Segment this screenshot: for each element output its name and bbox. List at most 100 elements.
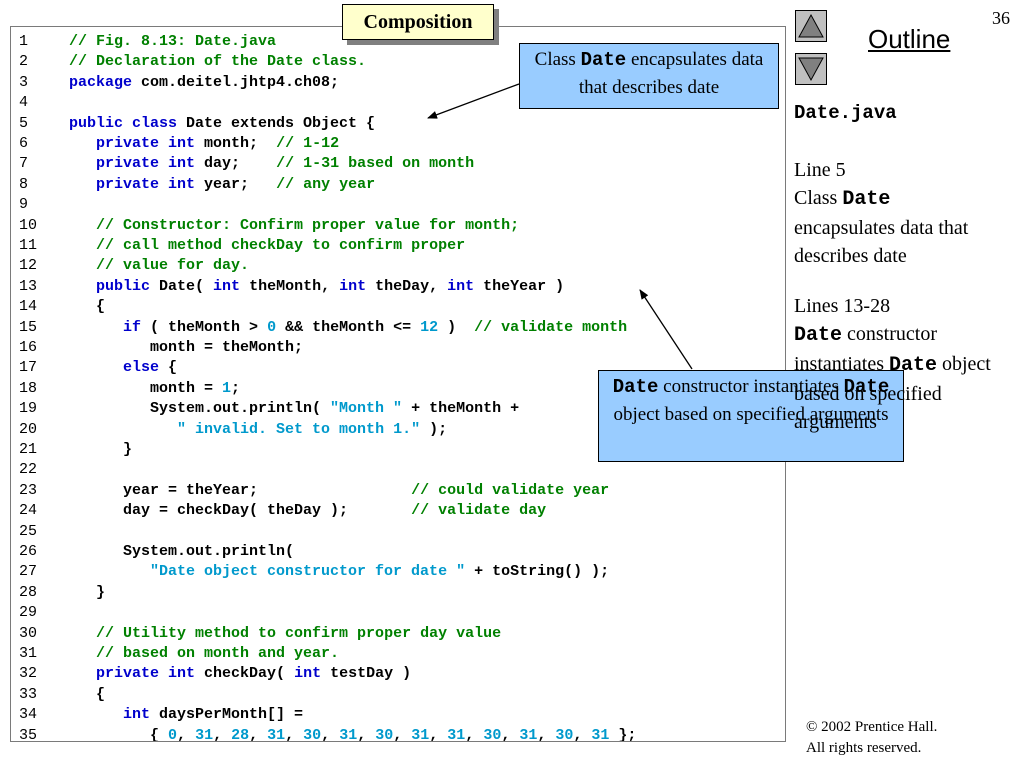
sidebar-note-body: Date constructor instantiates Date objec… [794, 320, 1014, 436]
code-token: theYear ) [474, 277, 565, 295]
code-comment: // Fig. 8.13: Date.java [69, 33, 277, 50]
code-keyword: int [339, 277, 367, 295]
code-text: package com.deitel.jhtp4.ch08; [69, 73, 339, 93]
outline-link[interactable]: Outline [868, 24, 951, 54]
code-token: + toString() ); [465, 563, 610, 581]
line-number: 3 [19, 73, 29, 91]
sidebar-note-text: object based on specified arguments [794, 353, 991, 433]
code-keyword: private int [96, 155, 196, 173]
code-token: , [393, 726, 412, 742]
code-literal: 31 [339, 726, 358, 742]
code-text: day = checkDay( theDay ); // validate da… [69, 501, 546, 521]
code-comment: // 1-12 [276, 135, 340, 152]
code-token [69, 176, 96, 193]
sidebar-note-code: Date [794, 324, 843, 347]
code-token: ; [231, 379, 241, 397]
code-token [69, 645, 96, 662]
code-text: { [69, 685, 105, 705]
code-text: private int month; // 1-12 [69, 134, 339, 154]
callout-code: Date [843, 376, 890, 398]
code-token: System.out.println( [69, 543, 295, 560]
sidebar-note-heading: Line 5 [794, 159, 846, 181]
code-text: else { [69, 358, 177, 378]
line-number: 21 [19, 441, 38, 458]
sidebar-note-line-5: Line 5 Class Date encapsulates data that… [794, 156, 1014, 270]
code-keyword: private int [96, 135, 196, 152]
code-token: ( theMonth > [141, 318, 268, 336]
line-number: 14 [19, 298, 38, 316]
code-token: , [537, 726, 556, 742]
line-number: 16 [19, 339, 38, 356]
code-keyword: package [69, 73, 133, 91]
code-token: checkDay( [195, 665, 295, 683]
code-comment: // 1-31 based on month [276, 155, 475, 173]
code-token: year = theYear; [69, 481, 412, 499]
sidebar-note-lines-13-28: Lines 13-28 Date constructor instantiate… [794, 292, 1014, 436]
code-text: // call method checkDay to confirm prope… [69, 236, 465, 256]
line-number: 26 [19, 543, 38, 560]
line-number: 4 [19, 94, 29, 112]
line-number: 32 [19, 665, 38, 683]
code-token: , [501, 726, 520, 742]
code-keyword: private int [96, 665, 196, 683]
code-token [69, 625, 96, 642]
code-token: , [465, 726, 484, 742]
code-comment: // Utility method to confirm proper day … [96, 624, 502, 642]
code-text: } [69, 583, 105, 603]
code-text: } [69, 440, 132, 460]
line-number: 12 [19, 257, 38, 275]
code-token: System.out.println( [69, 400, 331, 418]
code-token: ); [420, 420, 448, 438]
line-number: 31 [19, 645, 38, 662]
code-token: day = checkDay( theDay ); [69, 502, 412, 520]
code-comment: // based on month and year. [96, 645, 340, 662]
copyright-line: All rights reserved. [806, 740, 922, 756]
sidebar-file-name: Date.java [794, 102, 897, 124]
code-comment: // Constructor: Confirm proper value for… [96, 216, 520, 234]
code-text: System.out.println( "Month " + theMonth … [69, 399, 519, 419]
nav-down-button[interactable] [795, 53, 827, 85]
line-number: 15 [19, 318, 38, 336]
code-token [69, 563, 150, 580]
line-number: 18 [19, 379, 38, 397]
line-number: 2 [19, 53, 29, 71]
line-number: 29 [19, 604, 38, 622]
page-number: 36 [992, 8, 1010, 28]
code-token: } [69, 583, 106, 601]
code-literal: 31 [195, 726, 214, 742]
callout-text: Class [534, 49, 581, 70]
code-keyword: if [123, 318, 142, 336]
line-number: 27 [19, 563, 38, 581]
line-number: 33 [19, 685, 38, 703]
code-text: // Utility method to confirm proper day … [69, 624, 501, 644]
line-number: 13 [19, 277, 38, 295]
code-literal: 30 [483, 726, 502, 742]
line-number: 22 [19, 461, 38, 479]
code-comment: // any year [276, 175, 376, 193]
line-number: 28 [19, 583, 38, 601]
slide-title: Composition [342, 4, 494, 40]
nav-up-button[interactable] [795, 10, 827, 42]
code-text: private int year; // any year [69, 175, 375, 195]
sidebar-note-heading: Lines 13-28 [794, 295, 891, 317]
code-token: && theMonth <= [276, 318, 421, 336]
code-text: " invalid. Set to month 1." ); [69, 420, 447, 440]
code-token [69, 278, 96, 295]
code-token [69, 135, 96, 152]
code-text: public class Date extends Object { [69, 114, 375, 134]
code-keyword: int [447, 277, 475, 295]
code-token: day; [195, 155, 277, 173]
code-literal: 31 [411, 726, 430, 742]
line-number: 23 [19, 481, 38, 499]
code-text: month = 1; [69, 379, 240, 399]
code-token: { [159, 359, 178, 377]
line-number: 10 [19, 216, 38, 234]
code-literal: 0 [168, 726, 178, 742]
code-token: + theMonth + [402, 400, 520, 418]
sidebar-note-text: encapsulates data that describes date [794, 217, 969, 267]
callout-text: encapsulates data that describes date [578, 49, 764, 98]
code-token [69, 665, 96, 682]
sidebar-note-code: Date [888, 354, 937, 377]
callout-text: object based on specified arguments [613, 404, 889, 425]
code-text: if ( theMonth > 0 && theMonth <= 12 ) //… [69, 318, 627, 338]
